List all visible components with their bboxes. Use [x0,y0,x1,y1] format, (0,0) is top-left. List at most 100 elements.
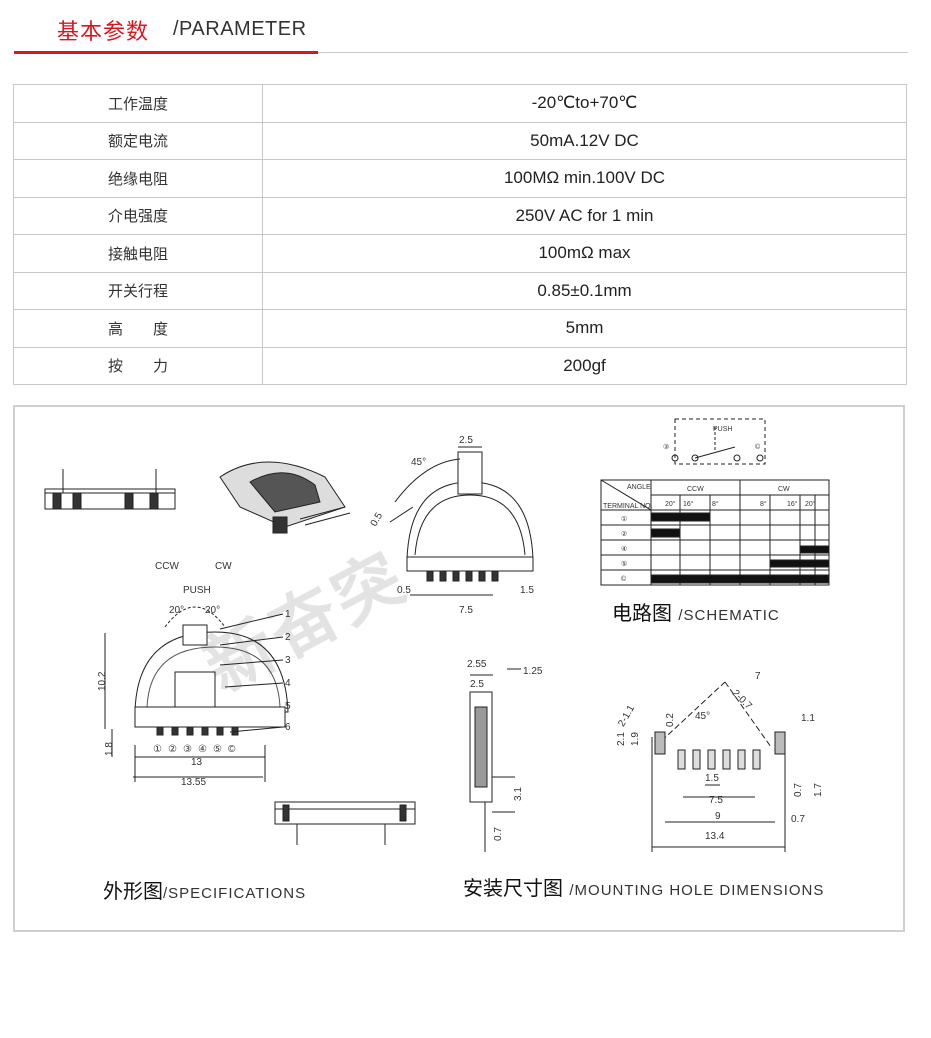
row-terminal-1: ① [621,515,627,523]
dim-0-7c: 0.7 [791,814,805,825]
side-view-drawing [44,469,176,510]
schematic-terminal-3: ③ [663,443,669,451]
bottom-side-view-drawing [274,801,416,845]
table-row: 工作温度-20℃to+70℃ [13,84,907,123]
terminal-no-header: TERMINAL NO. [603,503,653,510]
drawings-panel: 2.5 45° 0.5 0.5 7.5 1.5 CCW CW PUSH 20° … [13,405,905,932]
callout-5: 5 [285,701,291,712]
param-key: 按 力 [13,346,263,385]
schematic-caption-cn: 电路图 [612,601,672,625]
param-key: 介电强度 [13,196,263,235]
top-view-drawing [389,446,534,596]
table-cw-header: CW [778,486,790,493]
angle-table [600,479,830,586]
param-key: 接触电阻 [13,234,263,273]
schematic-push-label: PUSH [713,426,732,433]
mount-caption-en: /MOUNTING HOLE DIMENSIONS [569,882,825,899]
dim-13-4: 13.4 [705,831,725,842]
dim-45b: 45° [695,711,710,722]
angle-20-ccw: 20° [665,500,676,508]
dim-9: 9 [715,811,721,822]
switch-schematic [671,418,766,465]
schematic-terminal-c: © [755,443,761,451]
dim-1-9: 1.9 [630,732,641,746]
push-label: PUSH [183,585,211,596]
dim-13-55: 13.55 [181,777,206,788]
mount-caption-cn: 安装尺寸图 [463,876,563,900]
callout-4: 4 [285,678,291,689]
angle-16-ccw: 16° [683,500,694,508]
param-key: 开关行程 [13,271,263,310]
dim-1-25: 1.25 [523,666,543,677]
angle-header: ANGLE [627,484,651,491]
dim-2-0-7: 2-0.7 [730,688,754,712]
mounting-hole-drawing [651,681,786,852]
dim-0-2: 0.2 [665,713,676,727]
dim-10-2: 10.2 [97,671,108,691]
param-value: 50mA.12V DC [262,121,907,160]
spec-caption-en: /SPECIFICATIONS [163,885,307,902]
dim-1-7: 1.7 [813,783,824,797]
dim-2-5: 2.5 [459,435,473,446]
dim-7-5: 7.5 [459,605,473,616]
mount-caption: 安装尺寸图 /MOUNTING HOLE DIMENSIONS [463,872,824,901]
terminal-2: ② [168,744,177,755]
dim-0-7: 0.7 [493,827,504,841]
row-terminal-c: © [621,575,627,583]
callout-3: 3 [285,655,291,666]
row-terminal-5: ⑤ [621,560,627,568]
param-key: 额定电流 [13,121,263,160]
dim-20-right: 20° [205,605,220,616]
ccw-label: CCW [155,561,179,572]
param-value: 5mm [262,309,907,348]
isometric-view-drawing [219,461,351,534]
spec-caption: 外形图/SPECIFICATIONS [103,875,306,904]
side-profile-drawing [469,668,521,852]
angle-8-ccw: 8° [712,500,719,508]
row-terminal-2: ② [621,530,627,538]
param-value: -20℃to+70℃ [262,84,907,123]
front-spec-drawing [104,606,289,782]
angle-20-cw: 20° [805,500,816,508]
dim-0-7b: 0.7 [793,783,804,797]
dim-13: 13 [191,757,203,768]
param-value: 200gf [262,346,907,385]
dim-7: 7 [755,671,761,682]
dim-0-5b: 0.5 [397,585,411,596]
param-key: 绝缘电阻 [13,159,263,198]
param-key: 高 度 [13,309,263,348]
dim-1-8: 1.8 [104,742,115,756]
param-value: 100MΩ min.100V DC [262,159,907,198]
dim-2-55: 2.55 [467,659,487,670]
dim-1-5: 1.5 [520,585,534,596]
terminal-1: ① [153,744,162,755]
angle-16-cw: 16° [787,500,798,508]
param-key: 工作温度 [13,84,263,123]
callout-1: 1 [285,609,291,620]
dim-2-1-1: 2-1.1 [616,703,637,729]
param-value: 0.85±0.1mm [262,271,907,310]
dim-7-5b: 7.5 [709,795,723,806]
table-ccw-header: CCW [687,486,704,493]
terminal-c: © [228,744,236,755]
section-title-cn: 基本参数 [57,20,150,45]
callout-2: 2 [285,632,291,643]
terminal-3: ③ [183,744,192,755]
schematic-caption: 电路图 /SCHEMATIC [612,597,780,626]
dim-45: 45° [411,457,426,468]
dim-2-1: 2.1 [616,732,627,746]
section-title-en: /PARAMETER [173,18,307,40]
spec-caption-cn: 外形图 [103,879,163,903]
param-value: 100mΩ max [262,234,907,273]
terminal-5: ⑤ [213,744,222,755]
drawings-canvas: 2.5 45° 0.5 0.5 7.5 1.5 CCW CW PUSH 20° … [44,418,830,852]
dim-20-left: 20° [169,605,184,616]
